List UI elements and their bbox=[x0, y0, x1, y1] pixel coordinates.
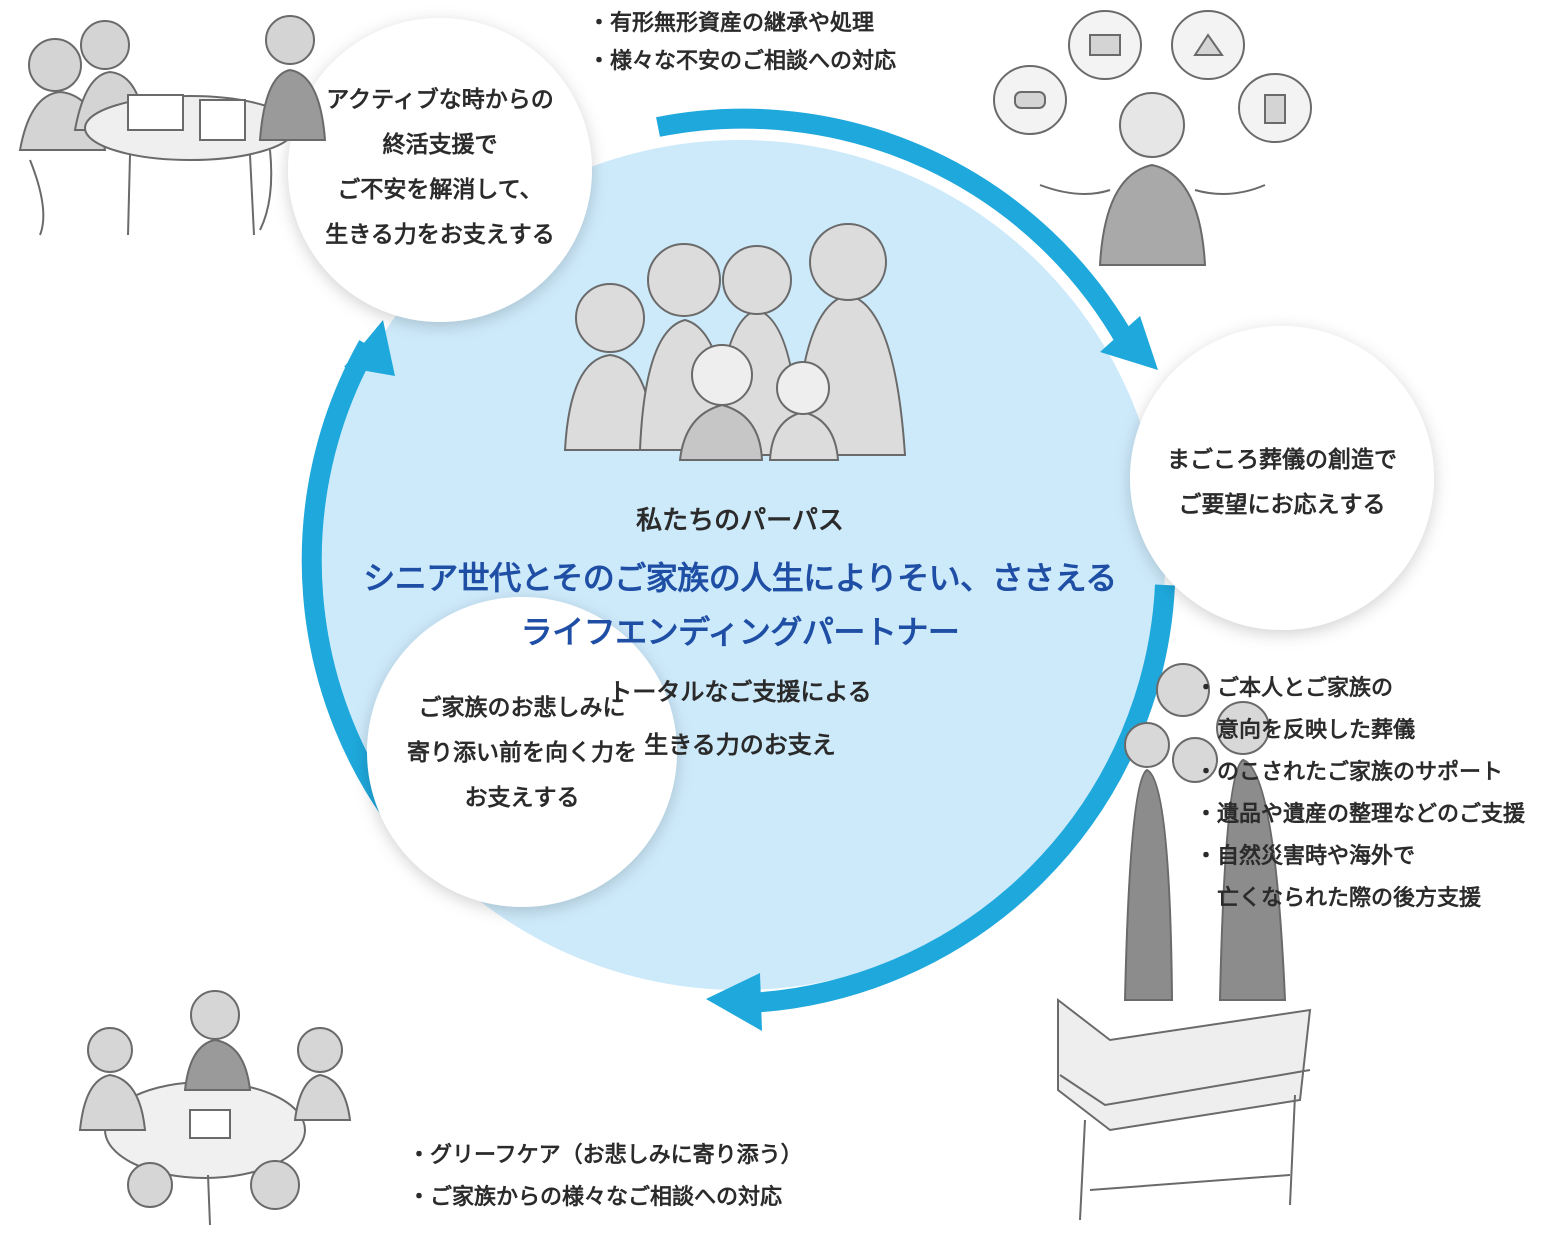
funeral-scene-illustration bbox=[1057, 663, 1312, 1221]
circle-right bbox=[1130, 326, 1434, 630]
circle-text-line: ご要望にお応えする bbox=[1178, 492, 1386, 518]
arrow-bottom-to-top bbox=[301, 340, 416, 842]
circle-top-left-text: アクティブな時からの 終活支援で ご不安を解消して、 生きる力をお支えする bbox=[300, 78, 580, 258]
circle-text-line: お支えする bbox=[464, 785, 580, 811]
bullet-item: ・グリーフケア（お悲しみに寄り添う） bbox=[408, 1143, 803, 1168]
circle-text-line: 生きる力をお支えする bbox=[325, 222, 555, 248]
bullet-item: 意向を反映した葬儀 bbox=[1195, 718, 1416, 743]
circle-text-line: 終活支援で bbox=[382, 132, 498, 158]
bullets-right: ・ご本人とご家族の 意向を反映した葬儀 ・のこされたご家族のサポート ・遺品や遺… bbox=[1195, 668, 1525, 920]
arrow-right-to-bottom bbox=[747, 584, 1175, 1013]
circle-text-line: 寄り添い前を向く力を bbox=[407, 740, 637, 766]
circle-text-line: まごころ葬儀の創造で bbox=[1167, 447, 1397, 473]
circle-right-text: まごころ葬儀の創造で ご要望にお応えする bbox=[1142, 438, 1422, 528]
bullet-item: ・遺品や遺産の整理などのご支援 bbox=[1195, 802, 1526, 827]
bullet-item: ・有形無形資産の継承や処理 bbox=[588, 11, 875, 36]
circle-bottom bbox=[367, 597, 677, 907]
staff-with-assets-illustration bbox=[993, 10, 1312, 266]
circle-text-line: ご家族のお悲しみに bbox=[418, 695, 626, 721]
family-group-illustration bbox=[563, 223, 907, 461]
bullets-top: ・有形無形資産の継承や処理 ・様々な不安のご相談への対応 bbox=[588, 5, 896, 81]
cycle-arrows bbox=[301, 108, 1175, 1013]
bullet-item: ・自然災害時や海外で bbox=[1195, 844, 1416, 869]
circle-bottom-text: ご家族のお悲しみに 寄り添い前を向く力を お支えする bbox=[382, 686, 662, 821]
mission-line-2: ライフエンディングパートナー bbox=[520, 613, 960, 651]
support-line-2: 生きる力のお支え bbox=[644, 731, 836, 759]
bullet-item: 亡くなられた際の後方支援 bbox=[1195, 886, 1482, 911]
grief-care-meeting-illustration bbox=[78, 990, 352, 1226]
arrowhead-bottom bbox=[706, 973, 762, 1031]
arrowhead-right bbox=[1100, 316, 1158, 370]
bullet-item: ・ご家族からの様々なご相談への対応 bbox=[408, 1185, 783, 1210]
bullet-item: ・様々な不安のご相談への対応 bbox=[588, 49, 897, 74]
bullets-bottom: ・グリーフケア（お悲しみに寄り添う） ・ご家族からの様々なご相談への対応 bbox=[408, 1135, 803, 1219]
mission-line-1: シニア世代とそのご家族の人生によりそい、ささえる bbox=[363, 559, 1117, 597]
circle-text-line: アクティブな時からの bbox=[326, 87, 554, 113]
circle-text-line: ご不安を解消して、 bbox=[337, 177, 543, 203]
bullet-item: ・ご本人とご家族の bbox=[1195, 676, 1394, 701]
purpose-label: 私たちのパーパス bbox=[636, 506, 844, 536]
consultation-scene-illustration bbox=[18, 15, 327, 236]
arrowhead-top bbox=[344, 320, 395, 376]
support-line-1: トータルなご支援による bbox=[608, 678, 872, 706]
arrow-top-to-right bbox=[656, 108, 1137, 350]
circle-top-left bbox=[288, 18, 592, 322]
bullet-item: ・のこされたご家族のサポート bbox=[1195, 760, 1504, 785]
